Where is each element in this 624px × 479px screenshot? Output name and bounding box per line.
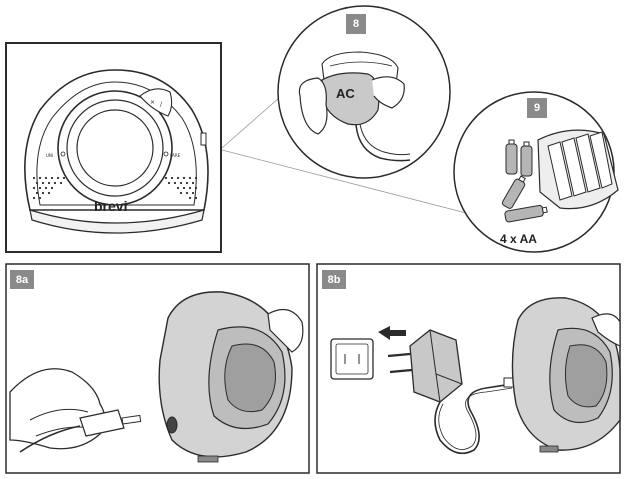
- speaker-hole: [177, 177, 179, 179]
- speaker-hole: [189, 197, 191, 199]
- speaker-hole: [45, 187, 47, 189]
- speaker-hole: [42, 182, 44, 184]
- speaker-hole: [39, 197, 41, 199]
- panel-8a: [6, 264, 309, 473]
- panel-8b: [317, 264, 620, 473]
- speaker-hole: [45, 177, 47, 179]
- speaker-hole: [48, 192, 50, 194]
- speaker-hole: [33, 197, 35, 199]
- speaker-hole: [51, 177, 53, 179]
- speaker-hole: [192, 192, 194, 194]
- speaker-hole: [63, 177, 65, 179]
- speaker-hole: [168, 182, 170, 184]
- speaker-hole: [177, 187, 179, 189]
- svg-text:×: ×: [150, 99, 155, 106]
- brand-logo-text: brevi: [94, 198, 127, 214]
- speaker-hole: [183, 177, 185, 179]
- speaker-hole: [36, 192, 38, 194]
- speaker-hole: [60, 182, 62, 184]
- speaker-hole: [186, 182, 188, 184]
- speaker-hole: [57, 177, 59, 179]
- device-right-label: PARE: [170, 153, 181, 158]
- speaker-hole: [42, 192, 44, 194]
- speaker-hole: [186, 192, 188, 194]
- speaker-hole: [54, 182, 56, 184]
- speaker-hole: [180, 182, 182, 184]
- battery-count-label: 4 x AA: [500, 232, 537, 246]
- device-left-label: UNI: [46, 153, 53, 158]
- speaker-hole: [189, 187, 191, 189]
- speaker-hole: [189, 177, 191, 179]
- step-badge-8: 8: [346, 14, 366, 34]
- speaker-hole: [195, 177, 197, 179]
- step-badge-8a: 8a: [10, 270, 34, 289]
- step-badge-8b: 8b: [322, 270, 346, 289]
- device-front-panel: × /: [6, 43, 221, 252]
- speaker-hole: [39, 187, 41, 189]
- speaker-hole: [180, 192, 182, 194]
- speaker-hole: [171, 177, 173, 179]
- speaker-hole: [195, 197, 197, 199]
- speaker-hole: [48, 182, 50, 184]
- speaker-hole: [195, 187, 197, 189]
- speaker-hole: [183, 187, 185, 189]
- speaker-hole: [33, 177, 35, 179]
- speaker-hole: [33, 187, 35, 189]
- speaker-hole: [39, 177, 41, 179]
- speaker-hole: [36, 182, 38, 184]
- speaker-hole: [192, 182, 194, 184]
- ac-label: AC: [336, 86, 355, 101]
- speaker-hole: [51, 187, 53, 189]
- speaker-hole: [174, 182, 176, 184]
- step-badge-9: 9: [527, 98, 547, 118]
- speaker-hole: [165, 177, 167, 179]
